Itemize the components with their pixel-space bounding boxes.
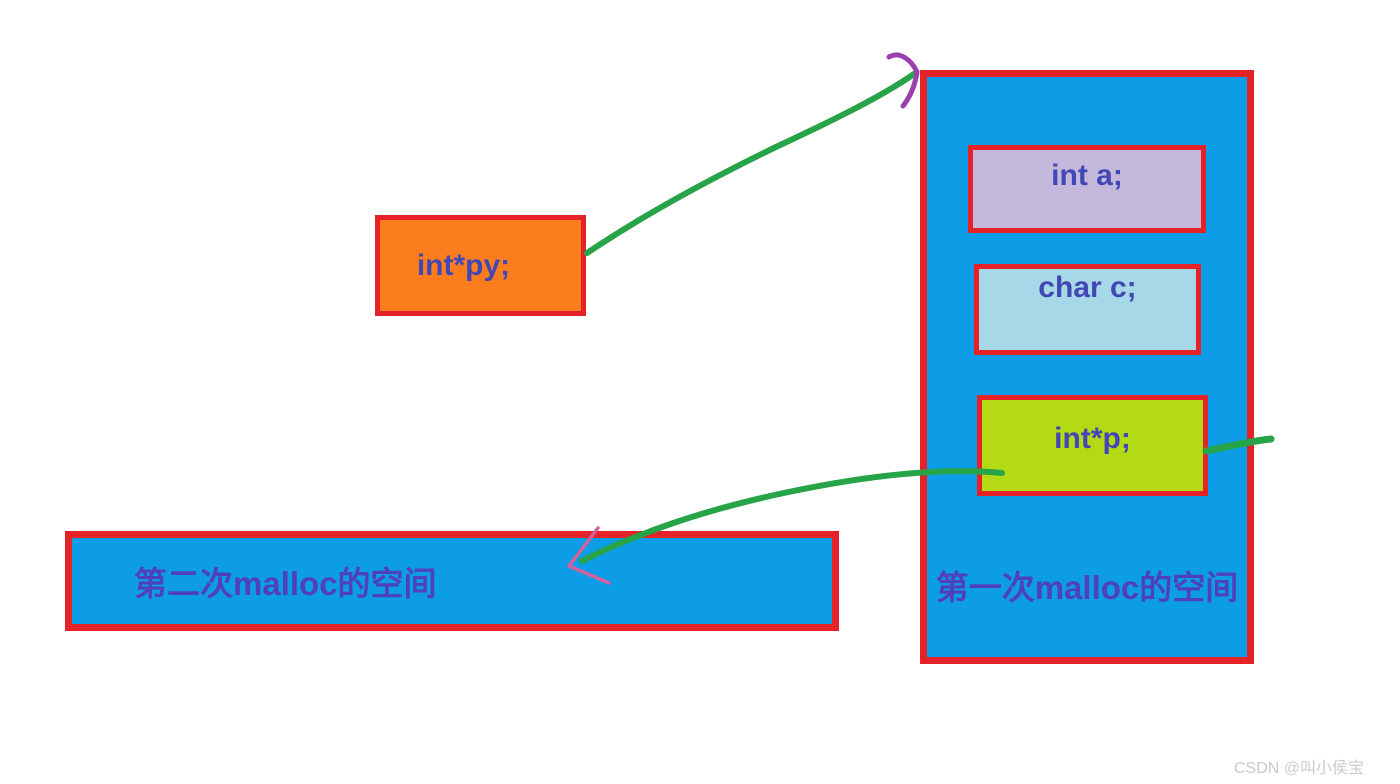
cell-int-a-label: int a; bbox=[1051, 159, 1123, 192]
pointer-py-box: int*py; bbox=[375, 215, 586, 316]
cell-int-p-label: int*p; bbox=[1054, 421, 1131, 455]
cell-char-c: char c; bbox=[974, 264, 1201, 355]
green-curve-py-to-first-malloc-icon bbox=[584, 71, 917, 256]
cell-int-p: int*p; bbox=[977, 395, 1208, 496]
watermark: CSDN @叫小侯宝 bbox=[1234, 760, 1365, 777]
second-malloc-label: 第二次malloc的空间 bbox=[134, 565, 437, 602]
first-malloc-box: int a; char c; int*p; 第一次malloc的空间 bbox=[920, 70, 1254, 664]
second-malloc-box: 第二次malloc的空间 bbox=[65, 531, 839, 631]
pointer-py-label: int*py; bbox=[416, 248, 511, 282]
cell-int-a: int a; bbox=[968, 145, 1206, 233]
first-malloc-label: 第一次malloc的空间 bbox=[935, 569, 1239, 606]
cell-char-c-label: char c; bbox=[1038, 271, 1137, 304]
purple-arrowhead-icon bbox=[886, 52, 920, 109]
